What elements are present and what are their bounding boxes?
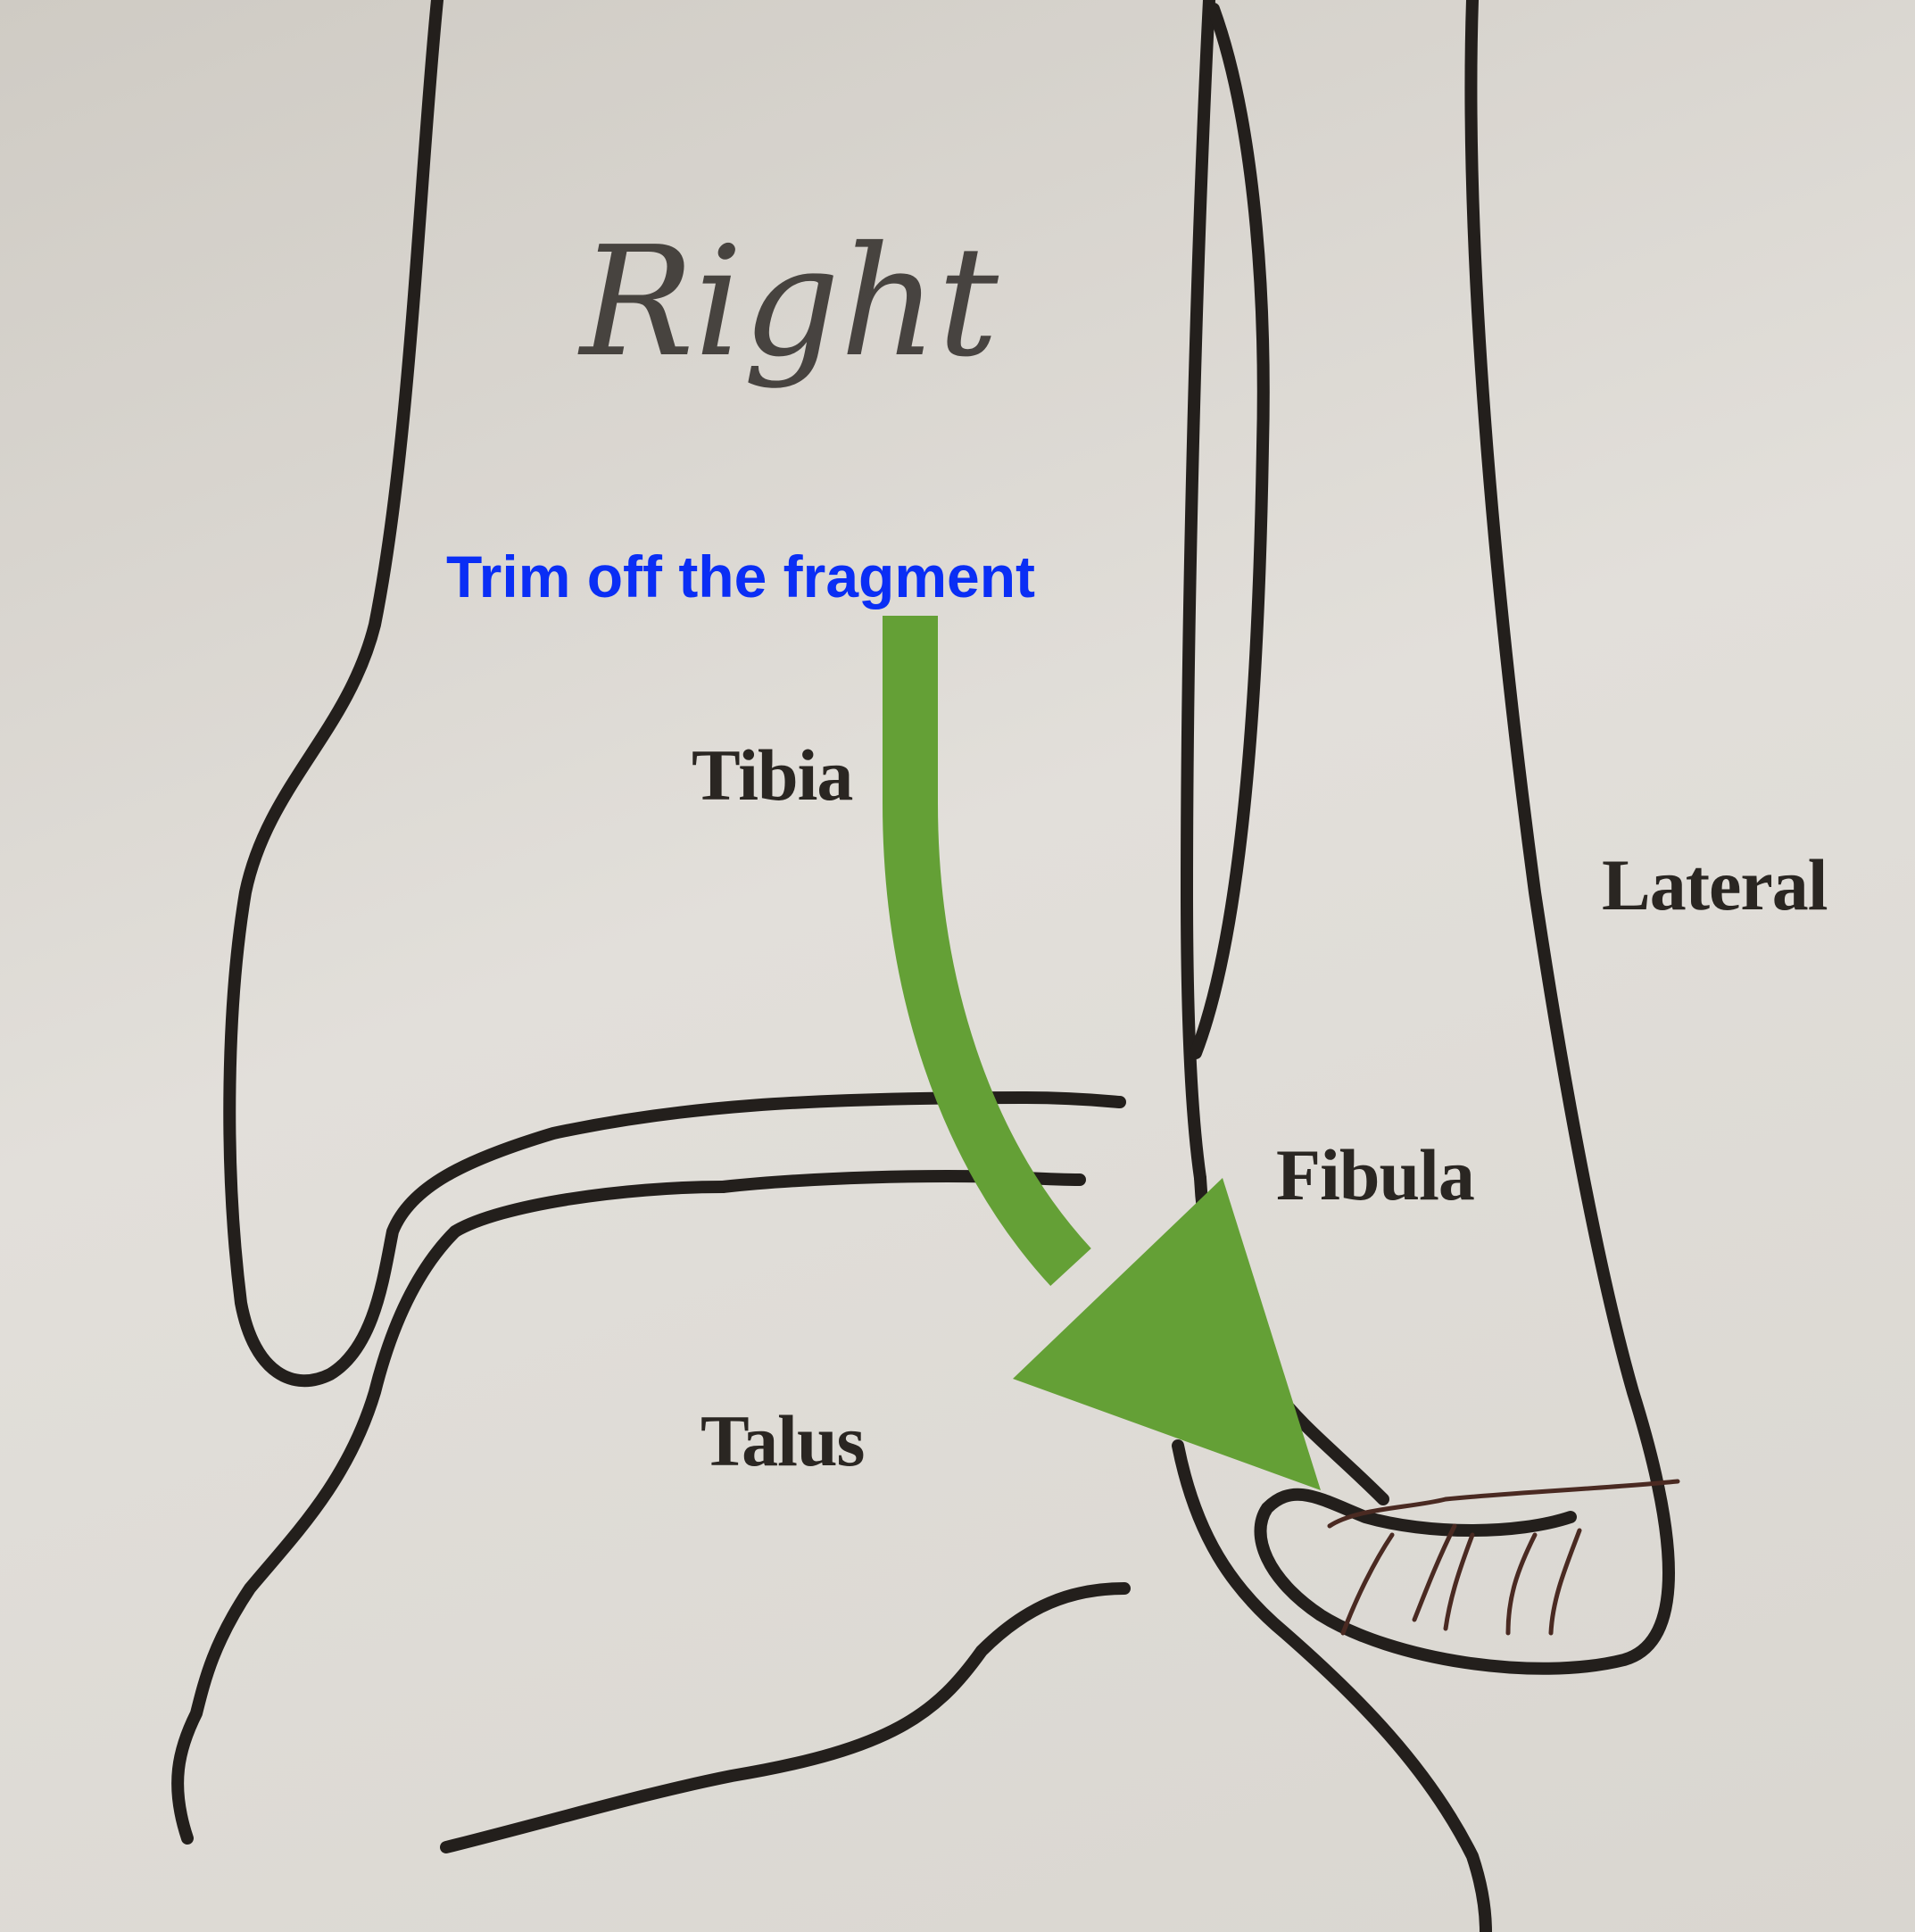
fibula-inner-sliver (1190, 3, 1270, 1059)
annotation-text: Trim off the fragment (446, 543, 1036, 609)
fibula-outline (1254, 0, 1675, 1675)
talus-lateral (1172, 1439, 1492, 1932)
handwriting-right: Right (580, 214, 999, 391)
fibula-label: Fibula (1276, 1134, 1475, 1215)
tibia-lateral-edge (1181, 0, 1215, 1184)
talus-label: Talus (701, 1400, 865, 1481)
tibia-label: Tibia (692, 734, 853, 816)
talus-outline (171, 1225, 461, 1845)
talus-lower (440, 1582, 1131, 1853)
talus-top (449, 1181, 729, 1238)
tibia-joint-line (717, 1170, 1086, 1193)
arrow-icon (883, 616, 1321, 1490)
lateral-label: Lateral (1602, 844, 1828, 925)
tibia-outline (223, 0, 1126, 1388)
fragment-hatching (1327, 1479, 1680, 1636)
